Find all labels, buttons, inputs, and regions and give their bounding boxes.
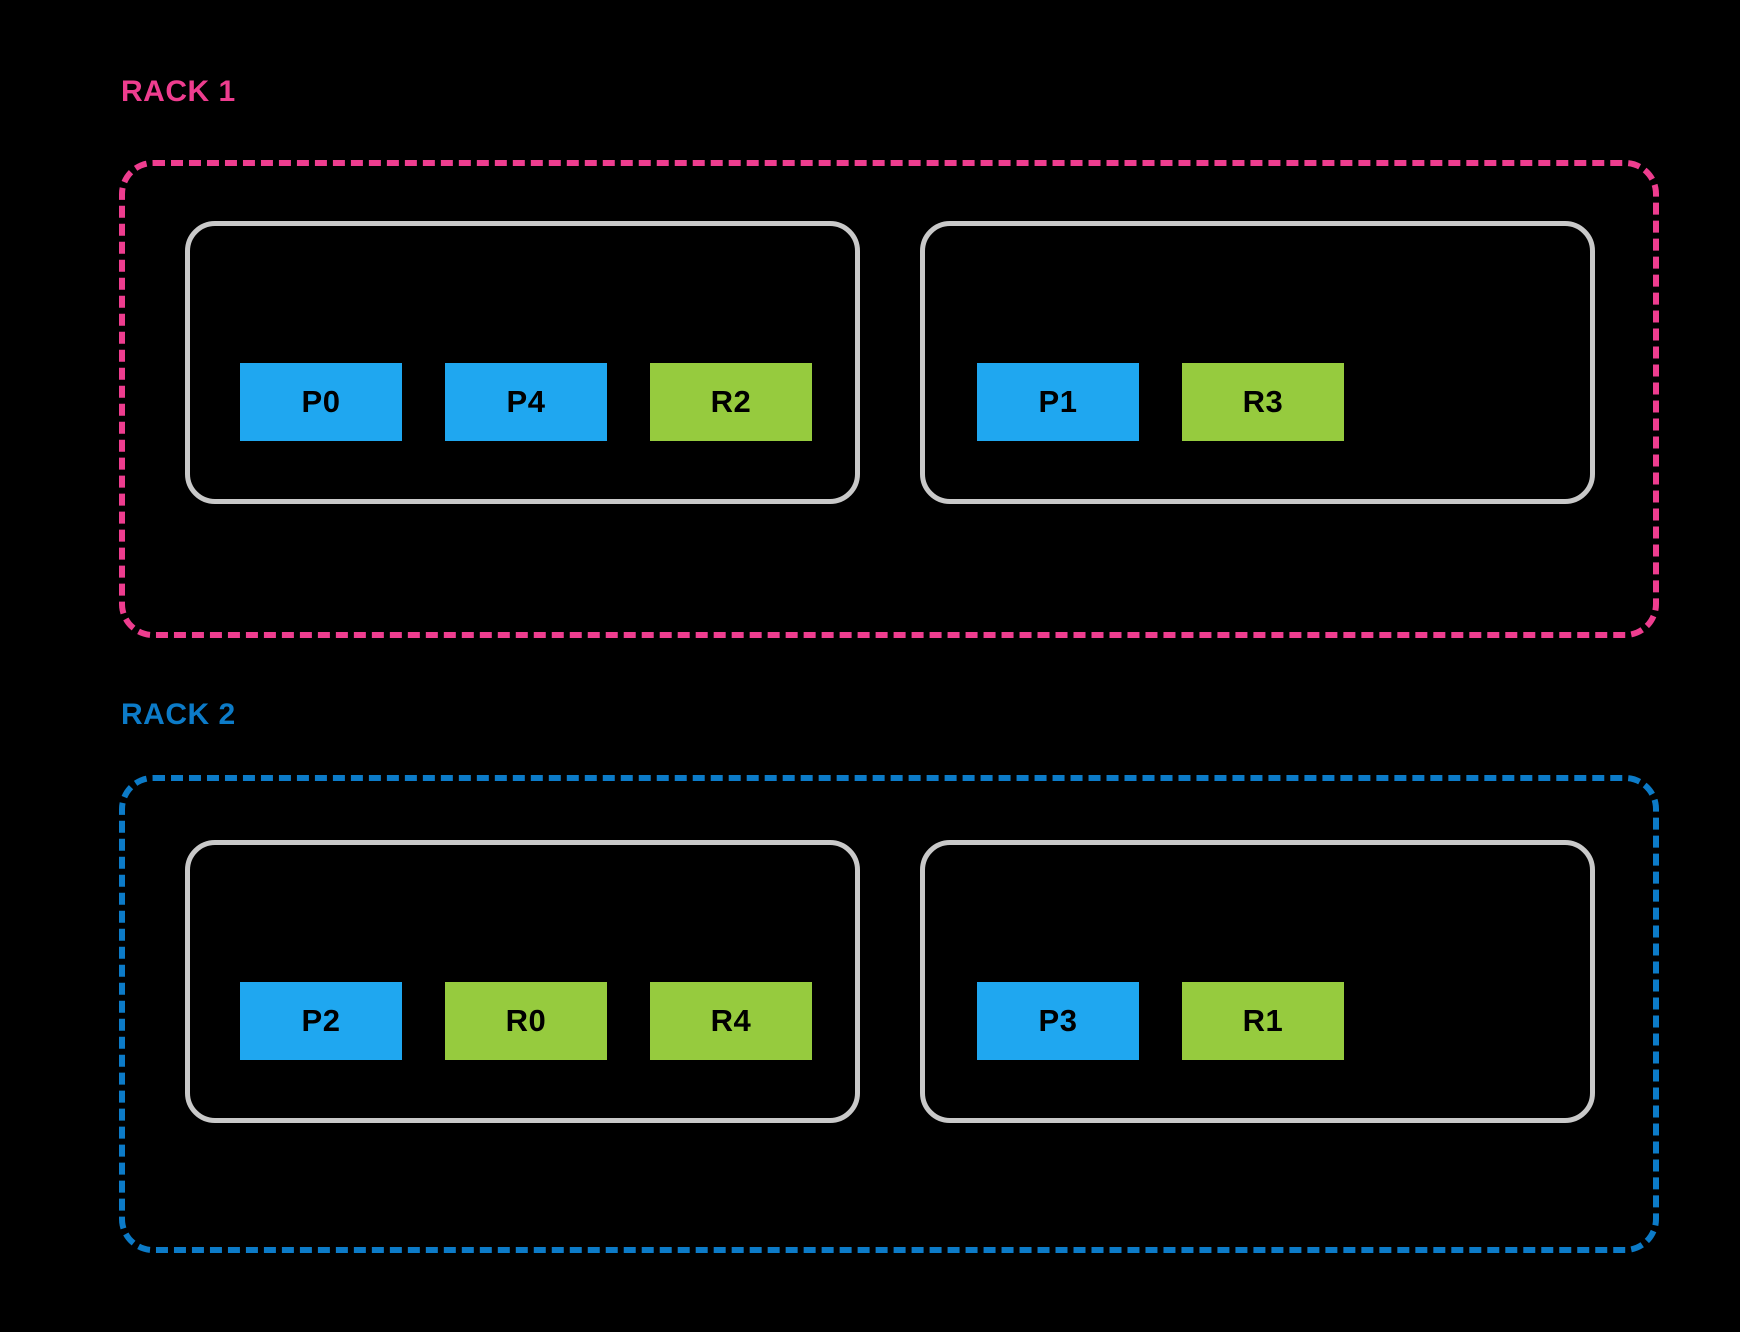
rack-boundary-2 <box>119 775 1659 1253</box>
rack-2-node-1 <box>185 840 860 1123</box>
rack-label-2: RACK 2 <box>121 698 236 731</box>
rack-1-node-1-chips: P0 P4 R2 <box>240 363 812 441</box>
rack-2-node-1-chips: P2 R0 R4 <box>240 982 812 1060</box>
partition-chip[interactable]: R3 <box>1182 363 1344 441</box>
partition-chip[interactable]: P0 <box>240 363 402 441</box>
partition-chip[interactable]: R1 <box>1182 982 1344 1060</box>
rack-1-node-2 <box>920 221 1595 504</box>
partition-chip[interactable]: R0 <box>445 982 607 1060</box>
rack-boundary-1 <box>119 160 1659 638</box>
rack-1-node-1 <box>185 221 860 504</box>
rack-2-node-2 <box>920 840 1595 1123</box>
partition-chip[interactable]: P3 <box>977 982 1139 1060</box>
partition-chip[interactable]: R4 <box>650 982 812 1060</box>
rack-2-node-2-chips: P3 R1 <box>977 982 1344 1060</box>
partition-chip[interactable]: P4 <box>445 363 607 441</box>
partition-chip[interactable]: R2 <box>650 363 812 441</box>
rack-1-node-2-chips: P1 R3 <box>977 363 1344 441</box>
partition-chip[interactable]: P1 <box>977 363 1139 441</box>
partition-chip[interactable]: P2 <box>240 982 402 1060</box>
rack-label-1: RACK 1 <box>121 75 236 108</box>
